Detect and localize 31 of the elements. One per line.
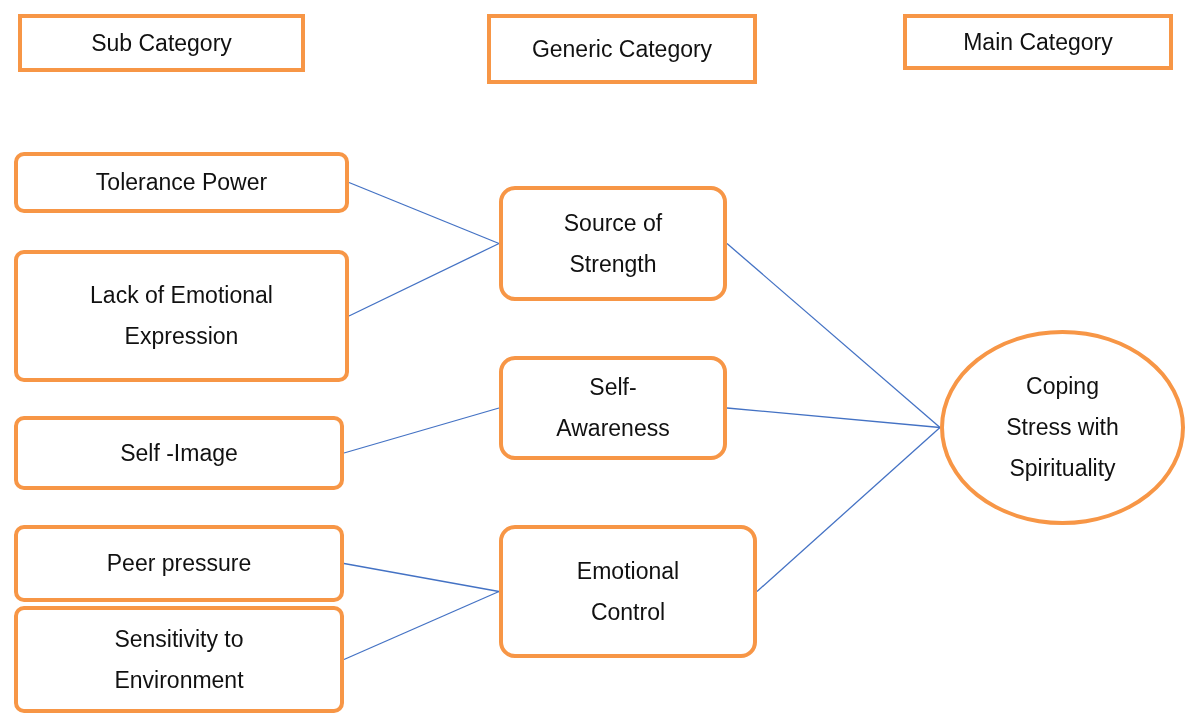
node-label: Tolerance Power bbox=[95, 168, 268, 197]
header-box bbox=[903, 14, 1173, 70]
node-label: Self- Awareness bbox=[555, 373, 671, 443]
subcategory-box bbox=[14, 606, 344, 713]
subcategory-box bbox=[14, 152, 349, 213]
subcategory-box bbox=[14, 416, 344, 490]
node-label: Emotional Control bbox=[575, 556, 681, 627]
node-label: Peer pressure bbox=[106, 549, 252, 578]
node-label: Generic Category bbox=[531, 34, 713, 64]
node-label: Sensitivity to Environment bbox=[113, 624, 245, 695]
connector-line bbox=[343, 407, 500, 454]
header-box bbox=[487, 14, 757, 84]
node-label: Sub Category bbox=[91, 28, 232, 58]
category-box bbox=[499, 356, 727, 460]
category-box bbox=[499, 186, 727, 301]
node-label: Coping Stress with Spirituality bbox=[1005, 372, 1120, 483]
connector-line bbox=[726, 242, 941, 429]
connector-line bbox=[726, 407, 941, 429]
category-box bbox=[499, 525, 757, 658]
subcategory-box bbox=[14, 525, 344, 602]
node-label: Lack of Emotional Expression bbox=[89, 281, 274, 351]
connector-line bbox=[756, 426, 941, 593]
node-label: Main Category bbox=[963, 27, 1113, 57]
connector-line bbox=[348, 181, 500, 245]
connector-line bbox=[343, 590, 500, 661]
connector-line bbox=[343, 562, 500, 593]
subcategory-box bbox=[14, 250, 349, 382]
header-box bbox=[18, 14, 305, 72]
node-label: Source of Strength bbox=[562, 208, 664, 279]
connector-line bbox=[348, 242, 500, 317]
node-label: Self -Image bbox=[120, 438, 238, 468]
